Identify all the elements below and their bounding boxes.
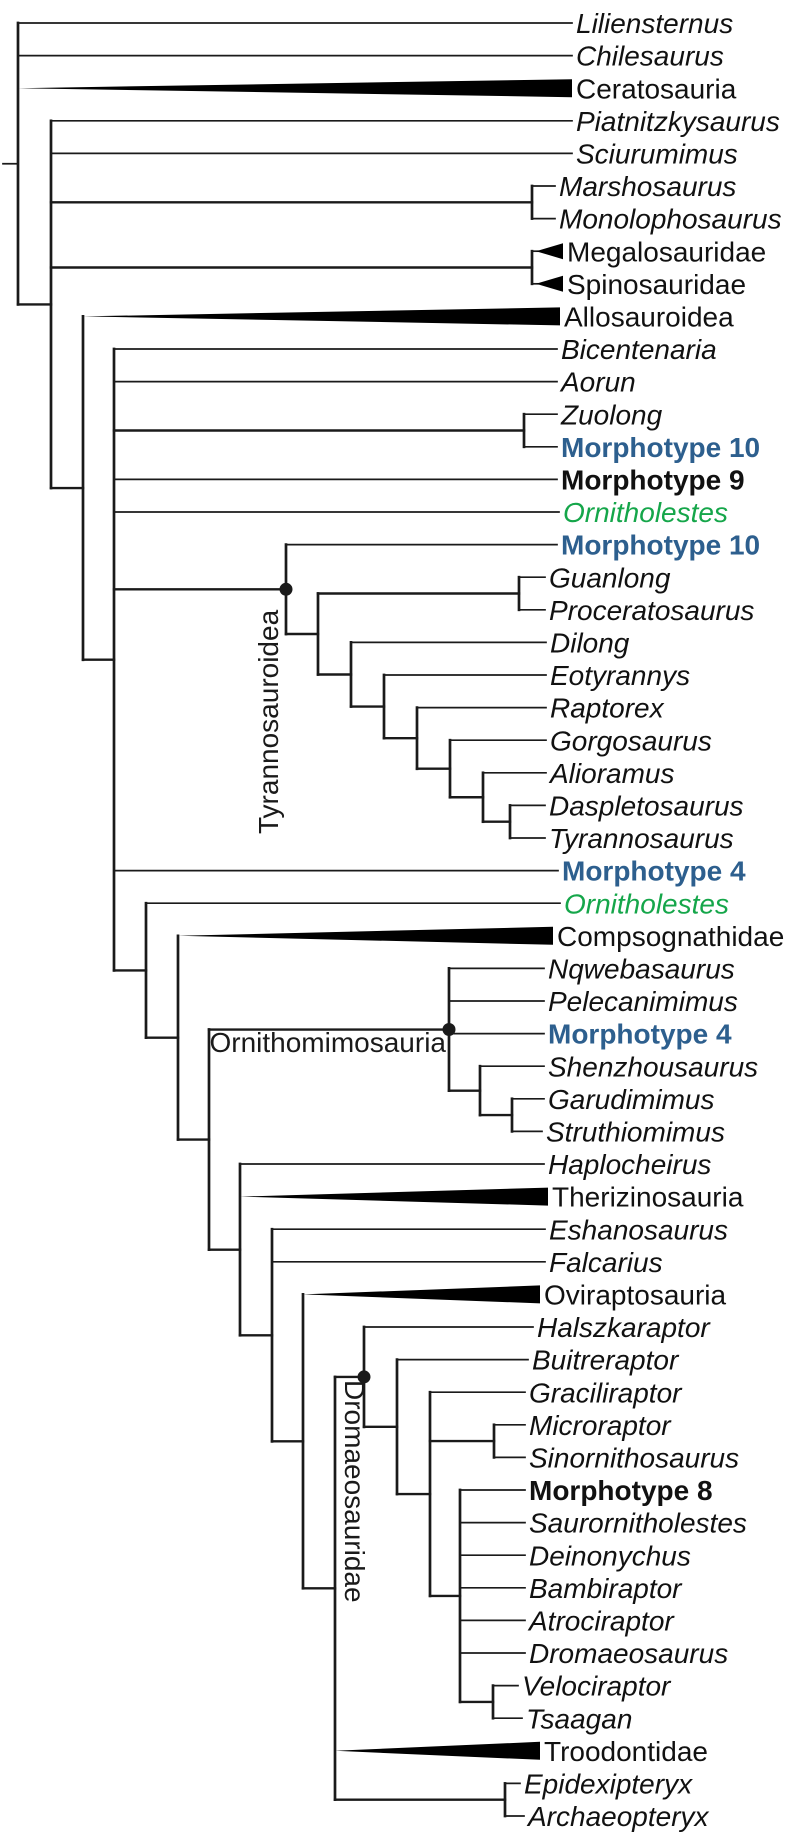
taxon-label-falcarius: Falcarius [549,1247,663,1278]
taxon-label-microraptor: Microraptor [529,1410,672,1441]
taxon-label-haplocheirus: Haplocheirus [548,1149,711,1180]
taxon-label-morphotype-4: Morphotype 4 [548,1019,732,1050]
taxon-label-guanlong: Guanlong [549,562,671,593]
taxon-label-proceratosaurus: Proceratosaurus [549,595,754,626]
taxon-label-atrociraptor: Atrociraptor [527,1605,675,1636]
collapsed-clade-triangle-ceratosauria [18,79,572,98]
taxon-label-eotyrannys: Eotyrannys [550,660,690,691]
taxon-label-graciliraptor: Graciliraptor [529,1377,683,1408]
taxon-label-archaeopteryx: Archaeopteryx [526,1801,710,1832]
taxon-label-raptorex: Raptorex [550,693,665,724]
taxon-label-struthiomimus: Struthiomimus [546,1116,725,1147]
taxon-label-tsaagan: Tsaagan [526,1703,632,1734]
taxon-label-sinornithosaurus: Sinornithosaurus [529,1442,739,1473]
taxon-label-dilong: Dilong [550,627,630,658]
taxon-label-ceratosauria: Ceratosauria [576,73,737,104]
collapsed-clade-triangle-compsognathidae [178,926,553,945]
taxon-label-shenzhousaurus: Shenzhousaurus [548,1051,758,1082]
taxon-label-nqwebasaurus: Nqwebasaurus [548,953,735,984]
clade-node-dot [442,1023,456,1037]
taxon-label-spinosauridae: Spinosauridae [567,269,746,300]
taxon-label-bicentenaria: Bicentenaria [561,334,717,365]
taxon-label-morphotype-10: Morphotype 10 [561,432,760,463]
taxon-label-daspletosaurus: Daspletosaurus [549,790,744,821]
taxon-label-aorun: Aorun [559,367,636,398]
taxon-label-deinonychus: Deinonychus [529,1540,691,1571]
taxon-label-alioramus: Alioramus [548,758,674,789]
taxon-label-dromaeosaurus: Dromaeosaurus [529,1638,728,1669]
taxon-label-liliensternus: Liliensternus [576,8,733,39]
collapsed-clade-triangle-troodontidae [335,1741,540,1760]
clade-node-dot [279,582,293,596]
taxon-label-ornitholestes: Ornitholestes [563,497,728,528]
taxon-label-garudimimus: Garudimimus [548,1084,714,1115]
clade-label-ornithomimosauria: Ornithomimosauria [209,1027,446,1058]
taxon-label-buitreraptor: Buitreraptor [532,1345,680,1376]
taxon-label-chilesaurus: Chilesaurus [576,41,724,72]
taxon-label-morphotype-10: Morphotype 10 [561,530,760,561]
collapsed-clade-triangle-megalosauridae [536,243,563,260]
taxon-label-marshosaurus: Marshosaurus [559,171,736,202]
taxon-label-bambiraptor: Bambiraptor [529,1573,683,1604]
clade-node-dot [357,1370,371,1384]
taxon-label-ornitholestes: Ornitholestes [564,888,729,919]
taxon-label-morphotype-8: Morphotype 8 [529,1475,713,1506]
taxon-label-saurornitholestes: Saurornitholestes [529,1508,747,1539]
clade-label-dromaeosauridae: Dromaeosauridae [339,1380,370,1603]
taxon-label-epidexipteryx: Epidexipteryx [524,1768,693,1799]
collapsed-clade-triangle-oviraptosauria [303,1285,540,1304]
taxon-label-allosauroidea: Allosauroidea [564,301,734,332]
collapsed-clade-triangle-spinosauridae [536,275,563,292]
taxon-label-therizinosauria: Therizinosauria [552,1182,744,1213]
taxon-label-velociraptor: Velociraptor [522,1671,672,1702]
taxon-label-morphotype-9: Morphotype 9 [561,464,745,495]
taxon-label-eshanosaurus: Eshanosaurus [549,1214,728,1245]
taxon-label-halszkaraptor: Halszkaraptor [537,1312,711,1343]
clade-label-tyrannosauroidea: Tyrannosauroidea [253,609,284,834]
taxon-label-pelecanimimus: Pelecanimimus [548,986,738,1017]
collapsed-clade-triangle-allosauroidea [83,307,560,326]
taxon-label-oviraptosauria: Oviraptosauria [544,1279,727,1310]
taxon-label-sciurumimus: Sciurumimus [576,138,738,169]
taxon-label-troodontidae: Troodontidae [544,1736,708,1767]
taxon-label-zuolong: Zuolong [560,399,663,430]
taxon-label-morphotype-4: Morphotype 4 [562,856,746,887]
collapsed-clade-triangle-therizinosauria [240,1187,548,1206]
taxon-label-monolophosaurus: Monolophosaurus [559,204,782,235]
taxon-label-piatnitzkysaurus: Piatnitzkysaurus [576,106,780,137]
taxon-label-gorgosaurus: Gorgosaurus [550,725,712,756]
taxon-label-megalosauridae: Megalosauridae [567,236,766,267]
taxon-label-compsognathidae: Compsognathidae [557,921,784,952]
taxon-label-tyrannosaurus: Tyrannosaurus [549,823,734,854]
